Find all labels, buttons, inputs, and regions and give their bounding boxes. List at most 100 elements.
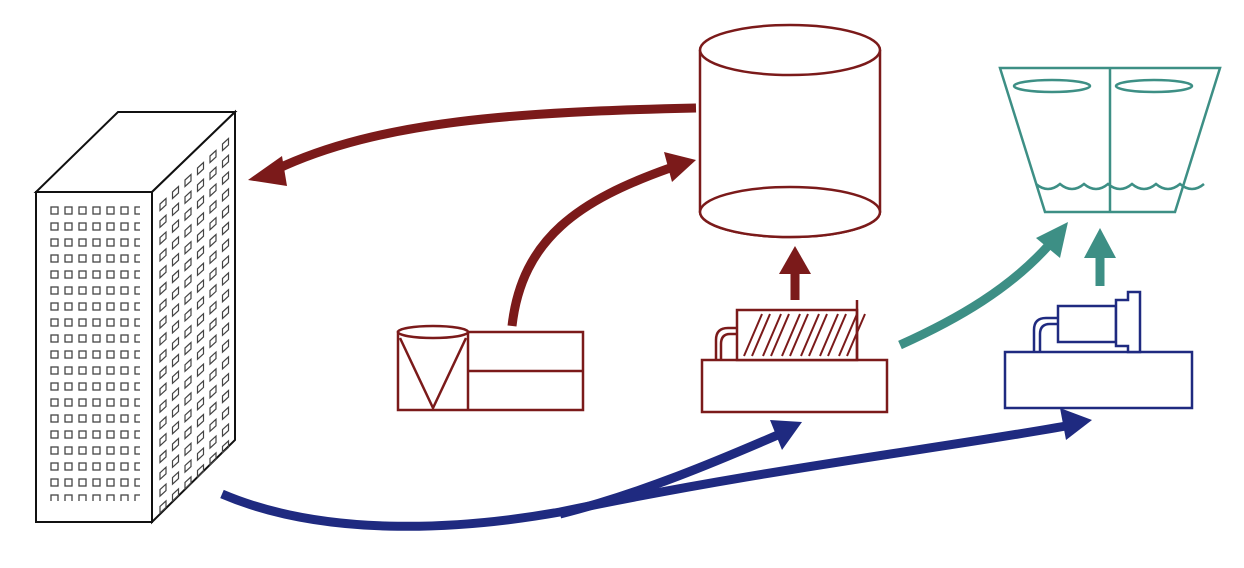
building-side-window (171, 269, 180, 284)
building-side-window (159, 247, 167, 263)
arrowhead (1036, 222, 1068, 258)
building-side-window (209, 333, 217, 349)
building-side-window (171, 218, 180, 234)
building-side-window (184, 374, 192, 390)
building-side-window (159, 499, 167, 515)
building-side-window (159, 381, 167, 397)
flow-arrow-building-to-chiller (558, 429, 782, 519)
building-side-window (221, 237, 230, 253)
building-side-window (221, 405, 230, 421)
building-side-window (171, 386, 180, 402)
building-side-window (196, 379, 205, 395)
office-building-icon (33, 109, 238, 525)
building-side-window (159, 398, 167, 414)
building-side-window (221, 153, 230, 169)
building-side-window (159, 415, 167, 431)
building-side-window (209, 266, 217, 282)
building-side-window (209, 149, 217, 164)
building-side-window (159, 348, 167, 364)
building-side-window (171, 420, 180, 436)
building-side-window (196, 312, 205, 328)
building-side-window (196, 429, 205, 445)
building-side-window (221, 338, 230, 354)
building-side-window (171, 319, 180, 335)
screw-thread (819, 313, 847, 357)
building-side-window (171, 453, 180, 469)
cylinder-tank-icon (698, 23, 882, 239)
arrowhead (664, 152, 696, 182)
building-side-window (196, 261, 205, 277)
building-side-window (221, 271, 230, 287)
building-side-window (184, 257, 192, 272)
building-side-window (221, 170, 230, 186)
building-side-window (171, 201, 180, 217)
building-side-window (221, 321, 230, 337)
building-side-window (171, 285, 180, 301)
building-side-window (184, 273, 192, 289)
building-side-window (221, 439, 230, 455)
building-side-window (171, 369, 180, 385)
building-side-window (209, 216, 217, 232)
flow-arrow-tank-to-building (273, 103, 697, 175)
building-side-window (209, 233, 217, 248)
building-side-window (184, 391, 192, 407)
ice-maker-icon (396, 324, 585, 412)
screw-thread (743, 313, 771, 357)
arrowhead (779, 246, 811, 274)
building-side-window (184, 307, 192, 323)
building-side-window (159, 281, 167, 296)
building-side-window (209, 283, 217, 299)
building-side-window (159, 365, 167, 380)
building-side-window (221, 288, 230, 304)
building-side-window (209, 300, 217, 316)
building-side-window (209, 367, 217, 383)
building-side-window (171, 185, 180, 200)
building-side-window (159, 197, 167, 212)
building-side-window (196, 245, 205, 260)
building-side-window (221, 221, 230, 236)
screw-thread (781, 313, 809, 357)
arrowhead (1084, 228, 1116, 258)
building-side-window (159, 432, 167, 448)
flow-arrow-icemaker-to-tank (507, 163, 672, 327)
building-side-window (196, 345, 205, 361)
building-side-window (171, 470, 180, 486)
building-side-window (196, 362, 205, 378)
building-side-window (209, 165, 217, 181)
building-side-window (221, 254, 230, 270)
building-side-window (171, 235, 180, 251)
screw-thread (800, 313, 828, 357)
building-side-window (196, 463, 205, 479)
building-side-window (159, 449, 167, 464)
screw-compressor-icon (700, 300, 889, 414)
arrowhead (248, 156, 287, 186)
building-side-window (171, 336, 180, 352)
building-side-window (171, 353, 180, 368)
pump-icon (1003, 290, 1194, 410)
building-side-window (221, 372, 230, 388)
building-side-window (209, 199, 217, 215)
building-side-window (196, 396, 205, 412)
building-side-window (221, 137, 230, 152)
building-side-window (159, 331, 167, 347)
building-side-window (209, 417, 217, 433)
building-side-window (159, 297, 167, 313)
building-side-window (184, 173, 192, 188)
building-side-window (184, 324, 192, 340)
building-side-window (159, 264, 167, 280)
building-side-window (159, 230, 167, 246)
screw-thread (762, 313, 790, 357)
building-side-window (184, 458, 192, 474)
building-side-window (221, 355, 230, 371)
building-side-window (221, 389, 230, 404)
building-side-window (196, 278, 205, 294)
building-side-window (171, 437, 180, 452)
building-side-window (196, 413, 205, 428)
flow-arrow-chiller-to-tower (898, 242, 1052, 350)
building-side-window (171, 403, 180, 419)
building-side-window (184, 290, 192, 306)
building-side-window (209, 350, 217, 366)
building-side-window (184, 408, 192, 424)
building-side-window (209, 451, 217, 467)
arrowhead (770, 420, 802, 450)
